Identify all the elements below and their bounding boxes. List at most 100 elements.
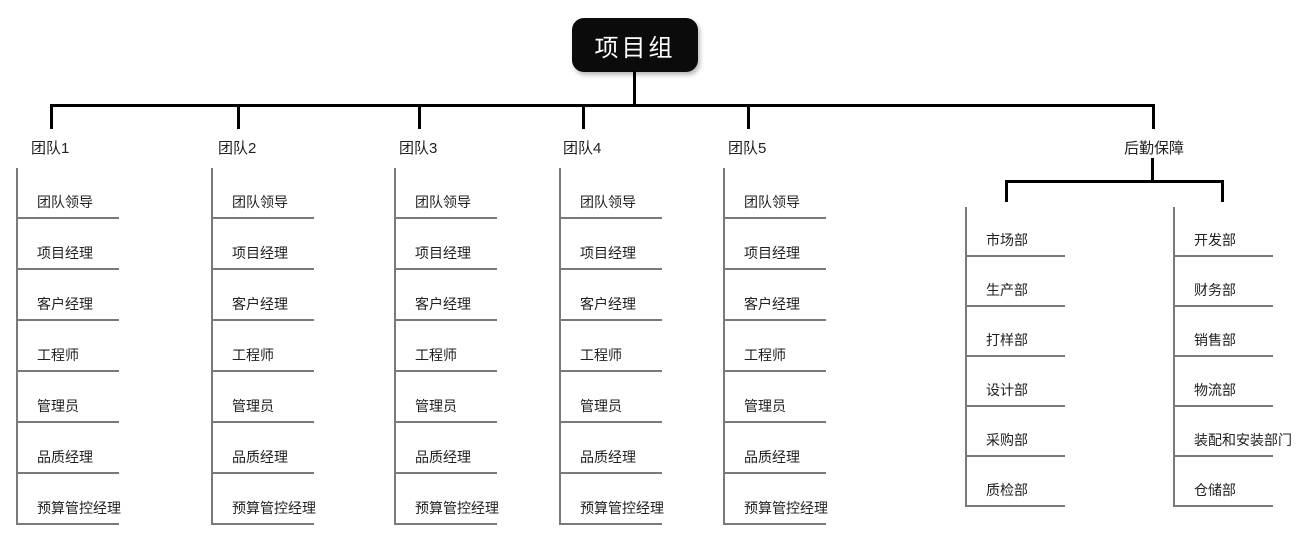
role-item[interactable]: 品质经理 xyxy=(37,449,93,465)
department-item[interactable]: 财务部 xyxy=(1194,282,1236,298)
logistics-label[interactable]: 后勤保障 xyxy=(1124,140,1185,157)
branch-item: 客户经理 xyxy=(561,270,662,321)
connector-drop-line xyxy=(1152,104,1155,129)
branch-item: 工程师 xyxy=(213,321,314,372)
role-item[interactable]: 工程师 xyxy=(415,347,457,363)
department-item[interactable]: 装配和安装部门 xyxy=(1194,432,1292,448)
branch-item: 工程师 xyxy=(18,321,119,372)
role-item[interactable]: 工程师 xyxy=(232,347,274,363)
role-item[interactable]: 管理员 xyxy=(37,398,79,414)
team-column: 团队领导项目经理客户经理工程师管理员品质经理预算管控经理 xyxy=(211,168,316,525)
branch-item: 品质经理 xyxy=(18,423,119,474)
role-item[interactable]: 团队领导 xyxy=(580,194,636,210)
branch-item: 项目经理 xyxy=(725,219,826,270)
branch-item: 仓储部 xyxy=(1175,457,1273,507)
role-item[interactable]: 团队领导 xyxy=(232,194,288,210)
department-item[interactable]: 仓储部 xyxy=(1194,482,1236,498)
branch-item: 生产部 xyxy=(967,257,1065,307)
branch-item: 工程师 xyxy=(561,321,662,372)
role-item[interactable]: 工程师 xyxy=(744,347,786,363)
branch-item: 管理员 xyxy=(396,372,497,423)
branch-item: 项目经理 xyxy=(561,219,662,270)
branch-item: 客户经理 xyxy=(725,270,826,321)
role-item[interactable]: 项目经理 xyxy=(580,245,636,261)
logistics-column: 开发部财务部销售部物流部装配和安装部门仓储部 xyxy=(1173,207,1292,507)
branch-item: 预算管控经理 xyxy=(396,474,499,525)
department-item[interactable]: 设计部 xyxy=(986,382,1028,398)
role-item[interactable]: 品质经理 xyxy=(580,449,636,465)
role-item[interactable]: 品质经理 xyxy=(232,449,288,465)
role-item[interactable]: 客户经理 xyxy=(415,296,471,312)
role-item[interactable]: 预算管控经理 xyxy=(415,500,499,516)
connector-drop-line xyxy=(237,104,240,129)
connector-drop-line xyxy=(1005,180,1008,202)
department-item[interactable]: 采购部 xyxy=(986,432,1028,448)
team-column: 团队领导项目经理客户经理工程师管理员品质经理预算管控经理 xyxy=(559,168,664,525)
branch-item: 预算管控经理 xyxy=(725,474,828,525)
branch-item: 管理员 xyxy=(18,372,119,423)
role-item[interactable]: 项目经理 xyxy=(37,245,93,261)
role-item[interactable]: 客户经理 xyxy=(580,296,636,312)
root-node[interactable]: 项目组 xyxy=(572,18,698,72)
connector-drop-line xyxy=(50,104,53,129)
team-label[interactable]: 团队4 xyxy=(563,140,602,157)
role-item[interactable]: 品质经理 xyxy=(415,449,471,465)
role-item[interactable]: 品质经理 xyxy=(744,449,800,465)
department-item[interactable]: 质检部 xyxy=(986,482,1028,498)
role-item[interactable]: 管理员 xyxy=(232,398,274,414)
branch-item: 预算管控经理 xyxy=(561,474,664,525)
branch-item: 管理员 xyxy=(561,372,662,423)
logistics-column: 市场部生产部打样部设计部采购部质检部 xyxy=(965,207,1065,507)
department-item[interactable]: 市场部 xyxy=(986,232,1028,248)
top-connector-line xyxy=(50,104,1155,107)
department-item[interactable]: 生产部 xyxy=(986,282,1028,298)
role-item[interactable]: 团队领导 xyxy=(37,194,93,210)
logistics-connector-line xyxy=(1005,180,1224,183)
department-item[interactable]: 物流部 xyxy=(1194,382,1236,398)
role-item[interactable]: 客户经理 xyxy=(232,296,288,312)
role-item[interactable]: 管理员 xyxy=(415,398,457,414)
branch-item: 管理员 xyxy=(213,372,314,423)
branch-item: 品质经理 xyxy=(213,423,314,474)
team-label[interactable]: 团队5 xyxy=(728,140,767,157)
role-item[interactable]: 预算管控经理 xyxy=(37,500,121,516)
branch-item: 物流部 xyxy=(1175,357,1273,407)
role-item[interactable]: 预算管控经理 xyxy=(744,500,828,516)
role-item[interactable]: 团队领导 xyxy=(415,194,471,210)
role-item[interactable]: 团队领导 xyxy=(744,194,800,210)
role-item[interactable]: 工程师 xyxy=(580,347,622,363)
department-item[interactable]: 销售部 xyxy=(1194,332,1236,348)
branch-item: 团队领导 xyxy=(725,168,826,219)
role-item[interactable]: 项目经理 xyxy=(744,245,800,261)
branch-item: 品质经理 xyxy=(725,423,826,474)
role-item[interactable]: 项目经理 xyxy=(232,245,288,261)
team-label[interactable]: 团队1 xyxy=(31,140,70,157)
connector-drop-line xyxy=(1221,180,1224,202)
team-column: 团队领导项目经理客户经理工程师管理员品质经理预算管控经理 xyxy=(394,168,499,525)
department-item[interactable]: 打样部 xyxy=(986,332,1028,348)
role-item[interactable]: 工程师 xyxy=(37,347,79,363)
branch-item: 客户经理 xyxy=(18,270,119,321)
root-stem-line xyxy=(633,71,636,105)
branch-item: 客户经理 xyxy=(396,270,497,321)
department-item[interactable]: 开发部 xyxy=(1194,232,1236,248)
role-item[interactable]: 预算管控经理 xyxy=(580,500,664,516)
role-item[interactable]: 客户经理 xyxy=(37,296,93,312)
branch-item: 采购部 xyxy=(967,407,1065,457)
role-item[interactable]: 管理员 xyxy=(744,398,786,414)
branch-item: 工程师 xyxy=(396,321,497,372)
role-item[interactable]: 项目经理 xyxy=(415,245,471,261)
team-label[interactable]: 团队2 xyxy=(218,140,257,157)
branch-item: 质检部 xyxy=(967,457,1065,507)
branch-item: 团队领导 xyxy=(561,168,662,219)
team-label[interactable]: 团队3 xyxy=(399,140,438,157)
branch-item: 客户经理 xyxy=(213,270,314,321)
role-item[interactable]: 管理员 xyxy=(580,398,622,414)
role-item[interactable]: 客户经理 xyxy=(744,296,800,312)
role-item[interactable]: 预算管控经理 xyxy=(232,500,316,516)
branch-item: 财务部 xyxy=(1175,257,1273,307)
branch-item: 工程师 xyxy=(725,321,826,372)
branch-item: 团队领导 xyxy=(396,168,497,219)
logistics-stem-line xyxy=(1151,158,1154,182)
